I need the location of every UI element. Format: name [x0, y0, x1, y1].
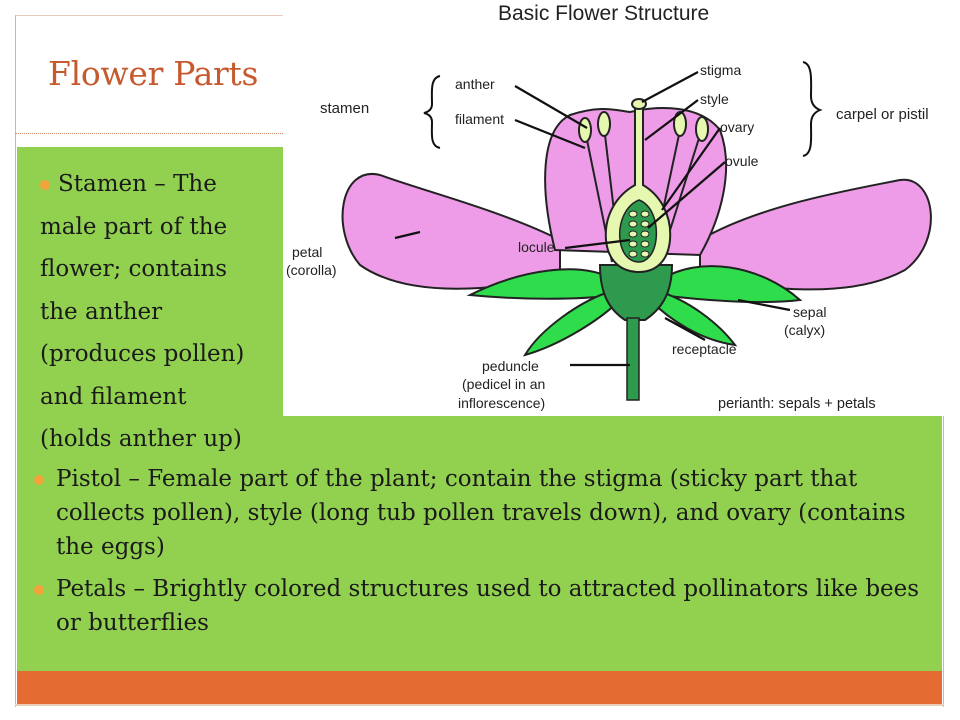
- bullet-stamen-line: Stamen – The: [40, 163, 290, 206]
- label-style: style: [700, 91, 729, 107]
- anthers: [578, 111, 709, 143]
- label-anther: anther: [455, 76, 495, 92]
- content-panel-top: [17, 147, 283, 419]
- label-pedicel: (pedicel in an: [462, 376, 545, 392]
- pistol-text: Pistol – Female part of the plant; conta…: [56, 466, 906, 560]
- sepal-right: [659, 265, 803, 304]
- label-ovule: ovule: [725, 153, 759, 169]
- label-filament: filament: [455, 111, 504, 127]
- label-receptacle: receptacle: [672, 341, 737, 357]
- bullet-stamen: Stamen – The male part of the flower; co…: [40, 163, 290, 461]
- stamen-text-line: the anther: [40, 298, 163, 325]
- leader-lines: [394, 71, 791, 367]
- carpel-bracket: [802, 61, 823, 157]
- label-ovary: ovary: [720, 119, 754, 135]
- petal-right: [699, 178, 932, 291]
- label-perianth: perianth: sepals + petals: [718, 396, 876, 412]
- diagram-title: Basic Flower Structure: [498, 2, 709, 25]
- label-stamen: stamen: [320, 100, 369, 117]
- bullet-dot: [34, 585, 44, 595]
- stem: [626, 317, 640, 401]
- receptacle: [598, 264, 674, 321]
- stamen-text-line: flower; contains: [40, 256, 228, 282]
- bullet-pistol: Pistol – Female part of the plant; conta…: [34, 462, 926, 564]
- stamen-text-line: Stamen – The: [58, 171, 217, 197]
- title-divider: [15, 133, 283, 134]
- flower-diagram: Basic Flower Structure stamen anther fil…: [283, 0, 960, 416]
- stamen-bracket: [423, 75, 441, 149]
- label-carpel: carpel or pistil: [836, 106, 929, 123]
- bullet-dot: [34, 475, 44, 485]
- stamen-text-line: male part of the: [40, 213, 228, 240]
- stamen-text-line: (produces pollen): [40, 341, 245, 367]
- bullet-petals: Petals – Brightly colored structures use…: [34, 572, 926, 640]
- sepal-left: [466, 268, 616, 300]
- petal-left: [341, 172, 561, 290]
- label-inflorescence: inflorescence): [458, 395, 545, 411]
- sepal-left-lower: [522, 288, 622, 357]
- petals-text: Petals – Brightly colored structures use…: [56, 576, 920, 636]
- stamen-text-line: (holds anther up): [40, 426, 242, 452]
- label-peduncle: peduncle: [482, 358, 539, 374]
- label-sepal: sepal: [793, 304, 826, 320]
- sepal-right-lower: [648, 288, 738, 347]
- slide-title: Flower Parts: [48, 54, 259, 93]
- label-stigma: stigma: [700, 62, 741, 78]
- stamen-text-line: and filament: [40, 383, 187, 410]
- footer-bar: [17, 671, 942, 704]
- content-panel-main: [17, 416, 942, 671]
- bullet-dot: [40, 180, 50, 190]
- label-corolla: (corolla): [286, 262, 337, 278]
- label-locule: locule: [518, 239, 555, 255]
- ovules: [628, 210, 650, 258]
- label-calyx: (calyx): [784, 322, 825, 338]
- label-petal: petal: [292, 244, 322, 260]
- footer-line: [15, 704, 944, 706]
